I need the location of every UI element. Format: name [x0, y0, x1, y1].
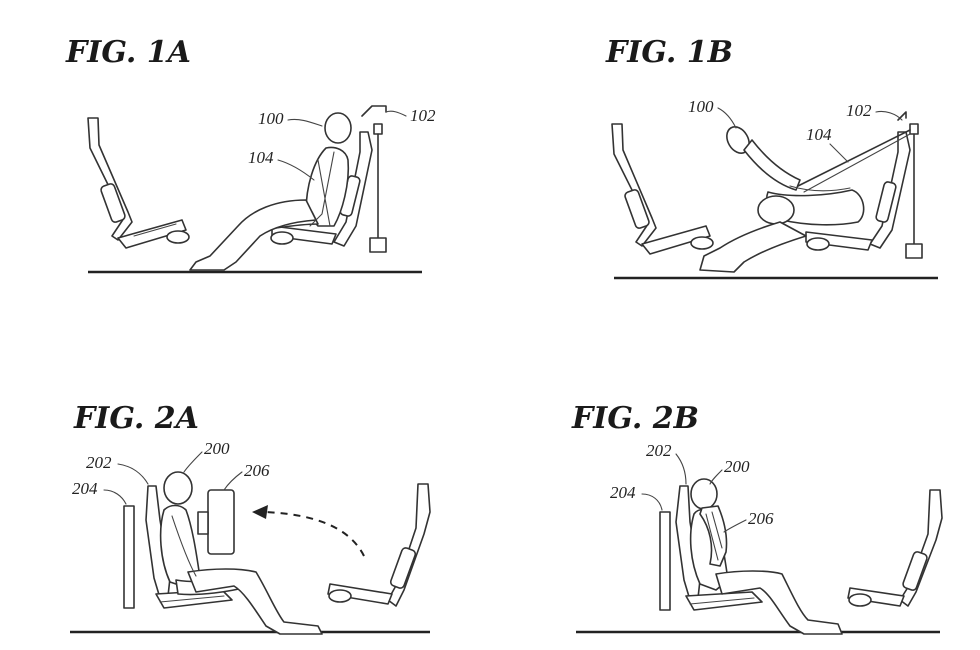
figure-2a-motion-arrow	[252, 505, 365, 557]
figure-1b-leader-anchor	[875, 110, 903, 121]
figure-1a-leader-occupant	[287, 118, 323, 127]
figure-1a-title: FIG. 1A	[65, 35, 191, 70]
figure-1b-occupant	[699, 126, 865, 273]
figure-2b-panel	[659, 511, 671, 611]
figure-2b-leader-occupant	[709, 469, 723, 485]
figure-1b-ref-anchor: 102	[846, 101, 872, 120]
figure-2b-leader-panel	[641, 493, 663, 511]
figure-2a-title: FIG. 2A	[73, 401, 199, 436]
figure-2a-ref-panel: 204	[72, 479, 98, 498]
figure-1b-front-seat	[611, 123, 714, 255]
figure-1a-leader-belt	[277, 159, 315, 181]
figure-2b-ref-occupant: 200	[724, 457, 750, 476]
figure-2a-leader-seat	[117, 463, 149, 485]
figure-1b-leader-occupant	[717, 107, 737, 129]
figure-1a-ref-occupant: 100	[258, 109, 284, 128]
figure-2b-ref-airbag: 206	[748, 509, 774, 528]
figure-2b-title: FIG. 2B	[571, 401, 699, 436]
figure-2a-front-seat	[327, 483, 431, 607]
figure-1b-ref-occupant: 100	[688, 97, 714, 116]
figure-1a-ref-anchor: 102	[410, 106, 436, 125]
figure-2a-panel	[123, 505, 135, 609]
figure-1b-rear-seat	[805, 111, 919, 251]
figure-2a-ref-airbag: 206	[244, 461, 270, 480]
figure-2b: FIG. 2B 202 204 200	[571, 401, 943, 635]
figure-1b-belt-and-anchor	[797, 129, 923, 259]
figure-1a: FIG. 1A	[65, 35, 436, 274]
figure-2a-airbag	[197, 489, 235, 555]
figure-1a-anchor-assembly	[369, 133, 387, 253]
figure-2a-leader-occupant	[183, 451, 203, 473]
figure-1a-leader-anchor	[385, 110, 407, 117]
figure-1a-rear-seat	[270, 105, 387, 247]
figure-2a-leader-airbag	[223, 471, 243, 491]
figure-1a-front-seat	[87, 117, 190, 249]
figure-2a-leader-panel	[103, 489, 127, 505]
figure-2b-airbag	[699, 505, 728, 567]
figure-2a: FIG. 2A	[70, 401, 431, 635]
figure-2b-ref-seat: 202	[646, 441, 672, 460]
figure-2a-ref-occupant: 200	[204, 439, 230, 458]
figure-1a-ref-belt: 104	[248, 148, 274, 167]
figure-2b-ref-panel: 204	[610, 483, 636, 502]
figure-1b-title: FIG. 1B	[605, 35, 733, 70]
figure-1b: FIG. 1B	[605, 35, 938, 280]
figure-2a-ref-seat: 202	[86, 453, 112, 472]
figure-1b-ref-belt: 104	[806, 125, 832, 144]
figure-2b-front-seat	[847, 489, 943, 607]
figure-2b-leader-airbag	[723, 519, 747, 533]
figure-2a-occupant	[159, 471, 323, 635]
figure-2b-leader-seat	[675, 453, 687, 485]
figure-1b-leader-belt	[829, 143, 849, 163]
figure-1a-occupant	[189, 112, 352, 271]
